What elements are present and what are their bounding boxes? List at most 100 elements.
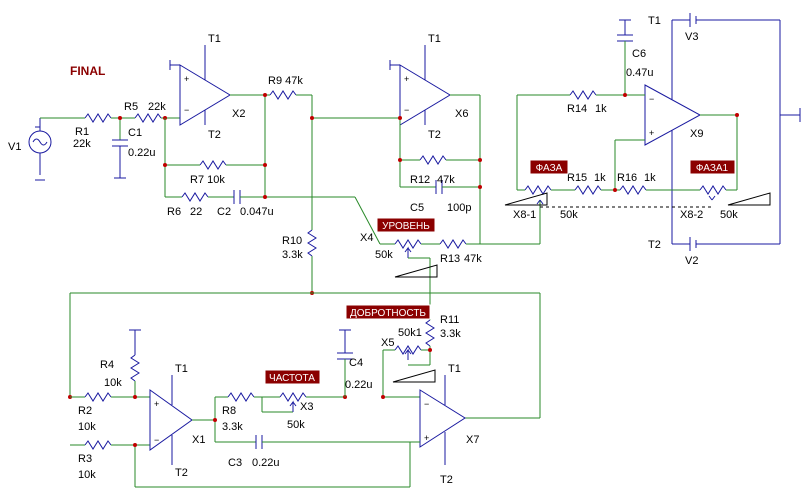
label-r6: R6 [167,206,181,218]
label-r16: R16 [617,172,637,184]
label-x3: X3 [300,401,313,413]
label-v3: V3 [685,31,698,43]
label-x9: X9 [690,128,703,140]
label-r11: R11 [440,314,459,326]
phase-network: R15 1k R16 1k X8-1 50k X8-2 50k [504,113,771,244]
value-c4: 0.22u [345,379,373,391]
capacitor-c4: C4 0.22u [337,329,373,397]
input-network: R1 22k R5 22k C1 0.22u [40,101,180,179]
level-control-label[interactable]: УРОВЕНЬ [376,217,436,233]
x1-t1: T1 [175,363,188,375]
x2-feedback: R7 10k R6 22 C2 0.047u R9 47k [163,75,355,218]
value-r6: 22 [190,206,202,218]
x7-plus-sign: + [424,433,429,443]
x6-feedback: R12 47k C5 100p [398,95,482,244]
label-x8-2: X8-2 [680,209,703,221]
x9-input: C6 0.47u R14 1k [516,19,654,190]
opamp-x9: − + X9 [644,20,737,244]
value-r14: 1k [595,103,607,115]
supply-t1: T1 [648,15,661,27]
level-pot-x4: X4 50k R13 47k [354,196,540,293]
label-r14: R14 [567,103,587,115]
value-r2: 10k [78,421,96,433]
label-r7: R7 10k [190,174,225,186]
opamp-x6: + − T1 T2 X6 [389,33,480,141]
label-r9: R9 47k [268,75,303,87]
quality-control-label[interactable]: ДОБРОТНОСТЬ [345,304,431,320]
value-x4: 50k [375,249,393,261]
value-c1: 0.22u [128,147,156,159]
x6-plus-sign: + [404,74,409,84]
label-x4: X4 [360,232,373,244]
label-r13: R13 [440,253,460,265]
label-c1: C1 [128,127,142,139]
value-x3: 50k [287,419,305,431]
value-r10: 3.3k [282,249,303,261]
label-r3: R3 [78,453,92,465]
label-c5: C5 [410,202,424,214]
opamp-x1: + − T1 T2 X1 [149,363,215,479]
value-c3: 0.22u [252,457,280,469]
x6-t1: T1 [428,33,441,45]
value-x8-1: 50k [560,209,578,221]
value-r5: 22k [148,101,166,113]
x1-plus-sign: + [154,399,159,409]
label-r10: R10 [282,235,302,247]
phase1-label-text: ФАЗА1 [696,163,729,174]
phase-control-label[interactable]: ФАЗА [529,159,569,175]
label-r2: R2 [78,405,92,417]
value-r15: 1k [594,172,606,184]
x9-plus-sign: + [649,128,654,138]
power-supply: T1 T2 V3 V2 [648,13,801,267]
value-r12: 47k [437,174,455,186]
label-r4: R4 [100,359,114,371]
value-c2: 0.047u [240,206,274,218]
label-r12: R12 [410,174,430,186]
value-r4: 10k [104,377,122,389]
phase1-control-label[interactable]: ФАЗА1 [689,159,736,175]
label-r1: R1 [75,126,89,138]
x2-t2: T2 [208,129,221,141]
x1-input: R4 10k R2 10k R3 10k [70,329,410,488]
quality-label-text: ДОБРОТНОСТЬ [350,308,426,319]
value-r8: 3.3k [222,421,243,433]
supply-t2: T2 [648,239,661,251]
frequency-control-label[interactable]: ЧАСТОТА [264,369,321,385]
source-v1: V1 [8,118,52,181]
label-c4: C4 [349,357,363,369]
x2-minus-sign: − [184,105,189,115]
label-r5: R5 [124,101,138,113]
label-c3: C3 [228,457,242,469]
x2-t1: T1 [208,33,221,45]
value-x8-2: 50k [720,209,738,221]
value-r1: 22k [73,138,91,150]
label-c6: C6 [632,48,646,60]
x9-minus-sign: − [649,94,654,104]
label-c2: C2 [217,206,231,218]
label-r15: R15 [567,172,587,184]
frequency-label-text: ЧАСТОТА [269,373,315,384]
x2-plus-sign: + [184,74,189,84]
frequency-network: R8 3.3k X3 50k C3 0.22u [213,392,410,469]
value-r11: 3.3k [440,328,461,340]
label-r8: R8 [222,405,236,417]
x7-minus-sign: − [424,399,429,409]
x1-t2: T2 [175,467,188,479]
label-v2: V2 [685,255,698,267]
x7-t2: T2 [440,474,453,486]
value-r3: 10k [78,469,96,481]
label-x7: X7 [466,434,479,446]
opamp-x7: − + T1 T2 X7 [409,363,479,487]
label-x8-1: X8-1 [513,209,536,221]
quality-network: R11 3.3k X5 50k1 [381,293,461,399]
label-x2: X2 [232,108,245,120]
label-x6: X6 [455,108,468,120]
lower-bus [68,292,541,419]
x6-t2: T2 [428,129,441,141]
level-label-text: УРОВЕНЬ [382,221,430,232]
value-r16: 1k [644,172,656,184]
label-x1: X1 [192,434,205,446]
x7-t1: T1 [448,363,461,375]
value-c6: 0.47u [626,67,654,79]
